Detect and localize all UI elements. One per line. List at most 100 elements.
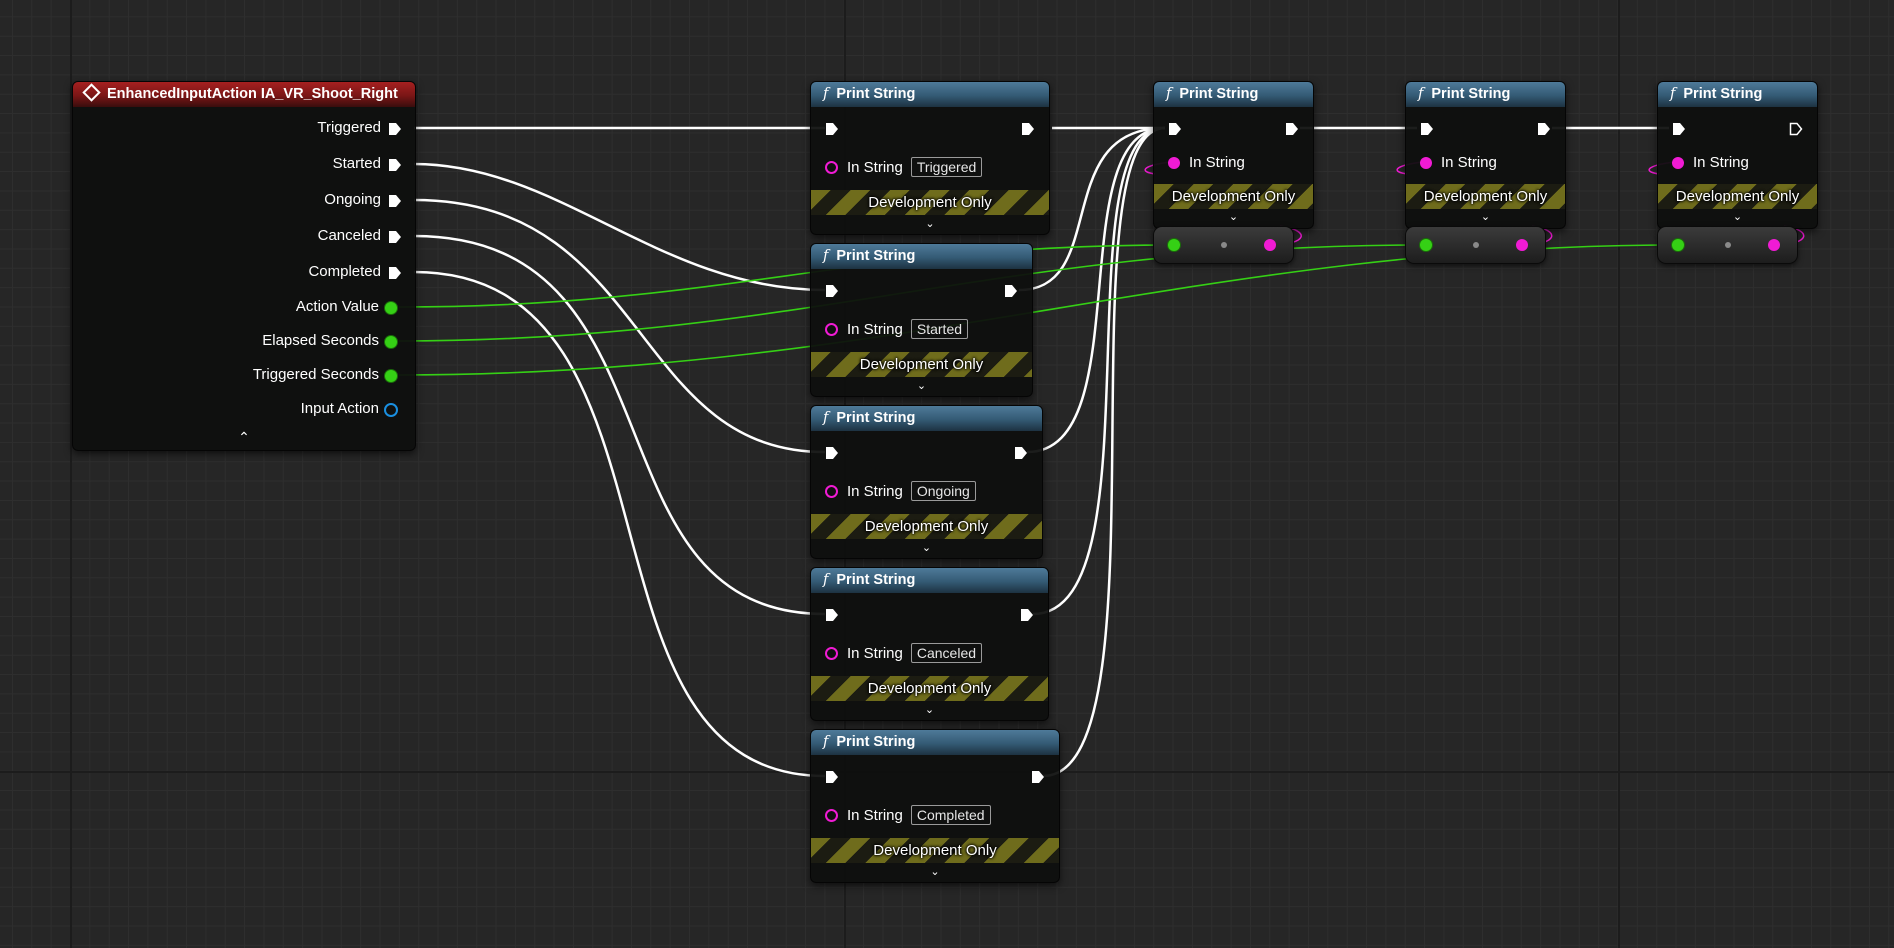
exec-pin-icon[interactable] bbox=[825, 770, 839, 784]
exec-pin-icon[interactable] bbox=[1014, 446, 1028, 460]
chevron-down-icon[interactable]: ⌄ bbox=[930, 866, 940, 878]
float-pin-icon[interactable] bbox=[385, 370, 397, 382]
in-string-label: In String bbox=[1693, 154, 1749, 171]
in-string-label: In String bbox=[847, 321, 903, 338]
chevron-down-icon[interactable]: ⌄ bbox=[916, 380, 927, 392]
print-string-node-chain-3[interactable]: f Print String In String Development Only… bbox=[1657, 81, 1818, 229]
exec-pin-icon[interactable] bbox=[1420, 122, 1434, 136]
in-string-label: In String bbox=[847, 483, 903, 500]
append-node-3[interactable] bbox=[1657, 226, 1798, 264]
development-only-banner: Development Only bbox=[811, 190, 1049, 215]
event-node-header[interactable]: EnhancedInputAction IA_VR_Shoot_Right bbox=[73, 82, 415, 107]
string-pin-icon[interactable] bbox=[825, 323, 838, 336]
exec-pin-icon[interactable] bbox=[388, 230, 402, 244]
output-label-action-value: Action Value bbox=[295, 298, 379, 315]
print-string-header[interactable]: f Print String bbox=[1658, 82, 1817, 107]
exec-pin-icon[interactable] bbox=[1004, 284, 1018, 298]
exec-pin-icon[interactable] bbox=[1168, 122, 1182, 136]
dot-icon bbox=[1221, 242, 1227, 248]
exec-pin-icon[interactable] bbox=[388, 158, 402, 172]
exec-pin-icon[interactable] bbox=[388, 266, 402, 280]
exec-pin-icon[interactable] bbox=[1672, 122, 1686, 136]
string-pin-icon[interactable] bbox=[1768, 239, 1780, 251]
output-label-triggered: Triggered bbox=[317, 119, 381, 136]
in-string-value[interactable]: Triggered bbox=[910, 157, 983, 177]
string-pin-icon[interactable] bbox=[1264, 239, 1276, 251]
chevron-down-icon[interactable]: ⌄ bbox=[924, 704, 935, 716]
chevron-down-icon[interactable]: ⌄ bbox=[921, 542, 932, 554]
in-string-value[interactable]: Completed bbox=[910, 805, 991, 825]
print-string-title: Print String bbox=[836, 572, 916, 588]
print-string-header[interactable]: f Print String bbox=[811, 244, 1032, 269]
function-f-icon: f bbox=[823, 248, 829, 264]
chevron-down-icon[interactable]: ⌄ bbox=[925, 218, 935, 230]
exec-pin-icon[interactable] bbox=[825, 122, 839, 136]
print-string-title: Print String bbox=[836, 248, 916, 264]
exec-pin-hollow-icon[interactable] bbox=[1789, 122, 1803, 136]
function-f-icon: f bbox=[1670, 86, 1676, 102]
string-pin-icon[interactable] bbox=[1168, 157, 1180, 169]
exec-pin-icon[interactable] bbox=[1020, 608, 1034, 622]
event-diamond-icon bbox=[82, 82, 101, 102]
in-string-label: In String bbox=[847, 807, 903, 824]
function-f-icon: f bbox=[1418, 86, 1424, 102]
in-string-value[interactable]: Canceled bbox=[910, 643, 983, 663]
string-pin-icon[interactable] bbox=[1672, 157, 1684, 169]
float-pin-icon[interactable] bbox=[1672, 239, 1684, 251]
exec-pin-icon[interactable] bbox=[1285, 122, 1299, 136]
append-node-2[interactable] bbox=[1405, 226, 1546, 264]
output-label-completed: Completed bbox=[308, 263, 381, 280]
in-string-label: In String bbox=[1441, 154, 1497, 171]
string-pin-icon[interactable] bbox=[825, 485, 838, 498]
object-pin-icon[interactable] bbox=[384, 403, 398, 417]
in-string-label: In String bbox=[1189, 154, 1245, 171]
function-f-icon: f bbox=[1166, 86, 1172, 102]
string-pin-icon[interactable] bbox=[825, 647, 838, 660]
print-string-header[interactable]: f Print String bbox=[811, 406, 1042, 431]
string-pin-icon[interactable] bbox=[1420, 157, 1432, 169]
exec-pin-icon[interactable] bbox=[388, 122, 402, 136]
chevron-down-icon[interactable]: ⌄ bbox=[1732, 211, 1743, 223]
chevron-down-icon[interactable]: ⌄ bbox=[1228, 211, 1239, 223]
exec-pin-icon[interactable] bbox=[1031, 770, 1045, 784]
exec-pin-icon[interactable] bbox=[825, 284, 839, 298]
print-string-header[interactable]: f Print String bbox=[1154, 82, 1313, 107]
print-string-node-ongoing[interactable]: f Print String In String Ongoing Developme… bbox=[810, 405, 1043, 559]
function-f-icon: f bbox=[823, 86, 829, 102]
print-string-title: Print String bbox=[836, 410, 916, 426]
float-pin-icon[interactable] bbox=[1168, 239, 1180, 251]
float-pin-icon[interactable] bbox=[1420, 239, 1432, 251]
chevron-up-icon[interactable]: ⌃ bbox=[238, 429, 250, 445]
exec-pin-icon[interactable] bbox=[1021, 122, 1035, 136]
string-pin-icon[interactable] bbox=[1516, 239, 1528, 251]
exec-pin-icon[interactable] bbox=[1537, 122, 1551, 136]
development-only-banner: Development Only bbox=[811, 514, 1042, 539]
enhanced-input-action-event-node[interactable]: EnhancedInputAction IA_VR_Shoot_Right Tr… bbox=[72, 81, 416, 451]
in-string-value[interactable]: Started bbox=[910, 319, 969, 339]
string-pin-icon[interactable] bbox=[825, 809, 838, 822]
in-string-value[interactable]: Ongoing bbox=[910, 481, 976, 501]
append-node-1[interactable] bbox=[1153, 226, 1294, 264]
string-pin-icon[interactable] bbox=[825, 161, 838, 174]
exec-pin-icon[interactable] bbox=[388, 194, 402, 208]
float-pin-icon[interactable] bbox=[385, 336, 397, 348]
exec-pin-icon[interactable] bbox=[825, 446, 839, 460]
exec-pin-icon[interactable] bbox=[825, 608, 839, 622]
chevron-down-icon[interactable]: ⌄ bbox=[1480, 211, 1491, 223]
print-string-title: Print String bbox=[1179, 86, 1259, 102]
float-pin-icon[interactable] bbox=[385, 302, 397, 314]
print-string-title: Print String bbox=[1683, 86, 1763, 102]
function-f-icon: f bbox=[823, 410, 829, 426]
print-string-title: Print String bbox=[836, 734, 916, 750]
development-only-banner: Development Only bbox=[1658, 184, 1817, 209]
